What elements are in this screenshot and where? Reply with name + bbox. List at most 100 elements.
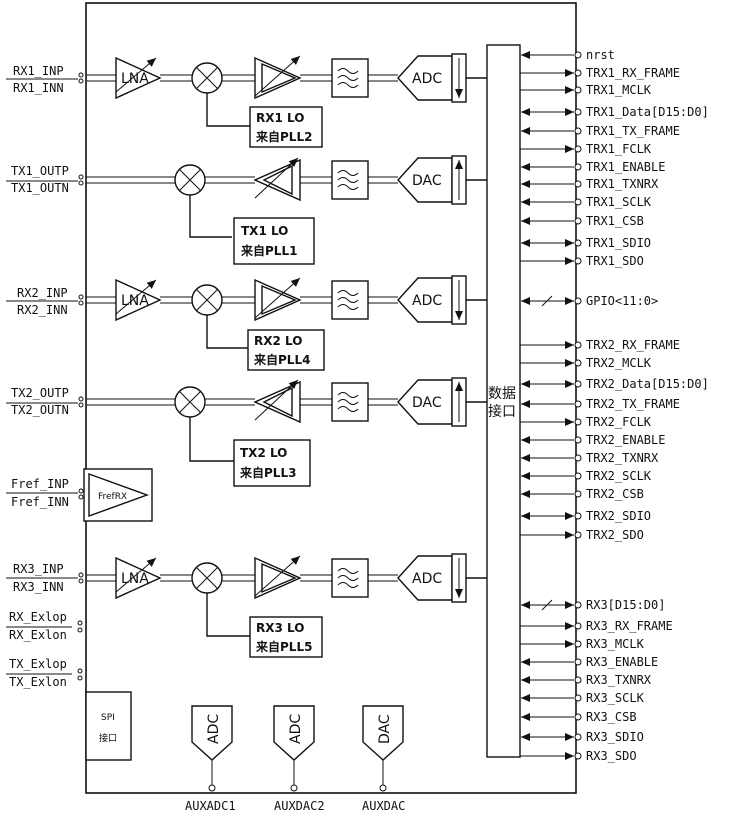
lna-rx3 bbox=[115, 556, 162, 600]
vga-rx3 bbox=[254, 556, 302, 600]
pin-dot bbox=[574, 490, 582, 498]
pin-label: RX3_INP bbox=[13, 562, 64, 576]
pin-dot bbox=[574, 297, 582, 305]
pin-dot bbox=[574, 86, 582, 94]
adc-label: ADC bbox=[412, 571, 442, 587]
signal-row: GPIO<11:0> bbox=[521, 294, 658, 308]
data-interface: 数据 接口 bbox=[486, 44, 521, 758]
signal-row: TRX2_SCLK bbox=[521, 469, 652, 483]
filter-tx1 bbox=[331, 160, 369, 200]
signal-row: TRX1_SCLK bbox=[521, 195, 652, 209]
aux-adc1: ADC AUXADC1 bbox=[185, 705, 236, 813]
filter-tx2 bbox=[331, 382, 369, 422]
signal-label: RX3_CSB bbox=[586, 710, 637, 724]
signal-label: RX3_SDIO bbox=[586, 730, 644, 744]
signal-label: RX3_RX_FRAME bbox=[586, 619, 673, 633]
signal-label: TRX1_CSB bbox=[586, 214, 644, 228]
lo-label: RX1 LO bbox=[256, 111, 304, 125]
vga-rx2 bbox=[254, 278, 302, 322]
signal-row: RX3_CSB bbox=[521, 710, 637, 724]
pin-dot bbox=[574, 145, 582, 153]
fref-block: FrefRX bbox=[83, 468, 153, 522]
signal-row: RX3_MCLK bbox=[520, 637, 645, 651]
signal-row: TRX1_RX_FRAME bbox=[520, 66, 680, 80]
pin-dot bbox=[574, 713, 582, 721]
signal-label: TRX1_SDIO bbox=[586, 236, 651, 250]
pin-label: TX1_OUTN bbox=[11, 181, 69, 195]
pin-label: RX1_INP bbox=[13, 64, 64, 78]
signal-label: RX3[D15:D0] bbox=[586, 598, 665, 612]
rx2-chain: LNA ADC RX2 LO 来自PLL4 bbox=[86, 275, 487, 371]
signal-label: RX3_SDO bbox=[586, 749, 637, 763]
adc-label: ADC bbox=[412, 71, 442, 87]
pin-dot bbox=[574, 341, 582, 349]
lna-label: LNA bbox=[121, 571, 149, 587]
signal-label: RX3_MCLK bbox=[586, 637, 645, 651]
pin-dot bbox=[574, 472, 582, 480]
signal-row: TRX2_Data[D15:D0] bbox=[521, 377, 709, 391]
aux-pin-label: AUXDAC2 bbox=[274, 799, 325, 813]
pin-dot bbox=[574, 694, 582, 702]
aux-label: DAC bbox=[377, 714, 393, 744]
signal-row: TRX2_RX_FRAME bbox=[520, 338, 680, 352]
pin-dot bbox=[574, 198, 582, 206]
pin-dot bbox=[574, 69, 582, 77]
signal-label: TRX1_MCLK bbox=[586, 83, 652, 97]
lna-label: LNA bbox=[121, 293, 149, 309]
pin-dot bbox=[574, 512, 582, 520]
signal-label: nrst bbox=[586, 48, 615, 62]
signal-row: TRX1_TXNRX bbox=[521, 177, 659, 191]
signal-label: TRX2_SCLK bbox=[586, 469, 652, 483]
lo-label: 来自PLL2 bbox=[255, 129, 312, 144]
tx1-chain: DAC TX1 LO 来自PLL1 bbox=[86, 155, 487, 265]
pin-label: TX_Exlon bbox=[9, 675, 67, 689]
signal-row: RX3_SDIO bbox=[521, 730, 644, 744]
chip-outline bbox=[85, 2, 577, 794]
pin-dot bbox=[574, 380, 582, 388]
pin-dot bbox=[574, 108, 582, 116]
signal-label: TRX1_FCLK bbox=[586, 142, 652, 156]
signal-row: RX3_RX_FRAME bbox=[520, 619, 673, 633]
signal-label: TRX1_RX_FRAME bbox=[586, 66, 680, 80]
signal-row: RX3[D15:D0] bbox=[521, 598, 665, 612]
signal-row: TRX2_TXNRX bbox=[521, 451, 659, 465]
rx1-chain: LNA ADC RX1 LO 来自PLL2 bbox=[86, 53, 487, 148]
signal-label: TRX2_Data[D15:D0] bbox=[586, 377, 709, 391]
signal-row: TRX2_SDO bbox=[520, 528, 644, 542]
pin-dot bbox=[574, 418, 582, 426]
signal-row: TRX1_CSB bbox=[521, 214, 644, 228]
pin-label: TX1_OUTP bbox=[11, 164, 69, 178]
lna-label: LNA bbox=[121, 71, 149, 87]
pin-label: RX3_INN bbox=[13, 580, 64, 594]
signal-row: TRX2_ENABLE bbox=[521, 433, 665, 447]
signal-label: TRX2_TXNRX bbox=[586, 451, 659, 465]
pin-dot bbox=[574, 622, 582, 630]
signal-label: TRX2_TX_FRAME bbox=[586, 397, 680, 411]
pins-tx1: TX1_OUTP TX1_OUTN bbox=[6, 164, 84, 195]
signal-row: TRX1_ENABLE bbox=[521, 160, 665, 174]
aux-adc2: ADC AUXDAC2 bbox=[273, 705, 325, 813]
aux-pin-label: AUXDAC bbox=[362, 799, 405, 813]
pin-dot bbox=[574, 640, 582, 648]
signal-label: TRX2_ENABLE bbox=[586, 433, 665, 447]
signal-row: TRX2_MCLK bbox=[520, 356, 652, 370]
pin-dot bbox=[574, 359, 582, 367]
aux-label: ADC bbox=[206, 714, 222, 744]
lo-label: 来自PLL1 bbox=[240, 243, 297, 258]
pa-tx1 bbox=[253, 158, 301, 202]
spi-label: SPI bbox=[101, 713, 115, 723]
pin-dot bbox=[574, 454, 582, 462]
signal-label: TRX2_SDO bbox=[586, 528, 644, 542]
pin-label: Fref_INN bbox=[11, 495, 69, 509]
signal-label: RX3_SCLK bbox=[586, 691, 645, 705]
pin-dot bbox=[574, 400, 582, 408]
vga-rx1 bbox=[254, 56, 302, 100]
signal-label: RX3_TXNRX bbox=[586, 673, 652, 687]
pin-dot bbox=[574, 127, 582, 135]
signal-label: TRX1_Data[D15:D0] bbox=[586, 105, 709, 119]
signal-row: TRX1_FCLK bbox=[520, 142, 652, 156]
